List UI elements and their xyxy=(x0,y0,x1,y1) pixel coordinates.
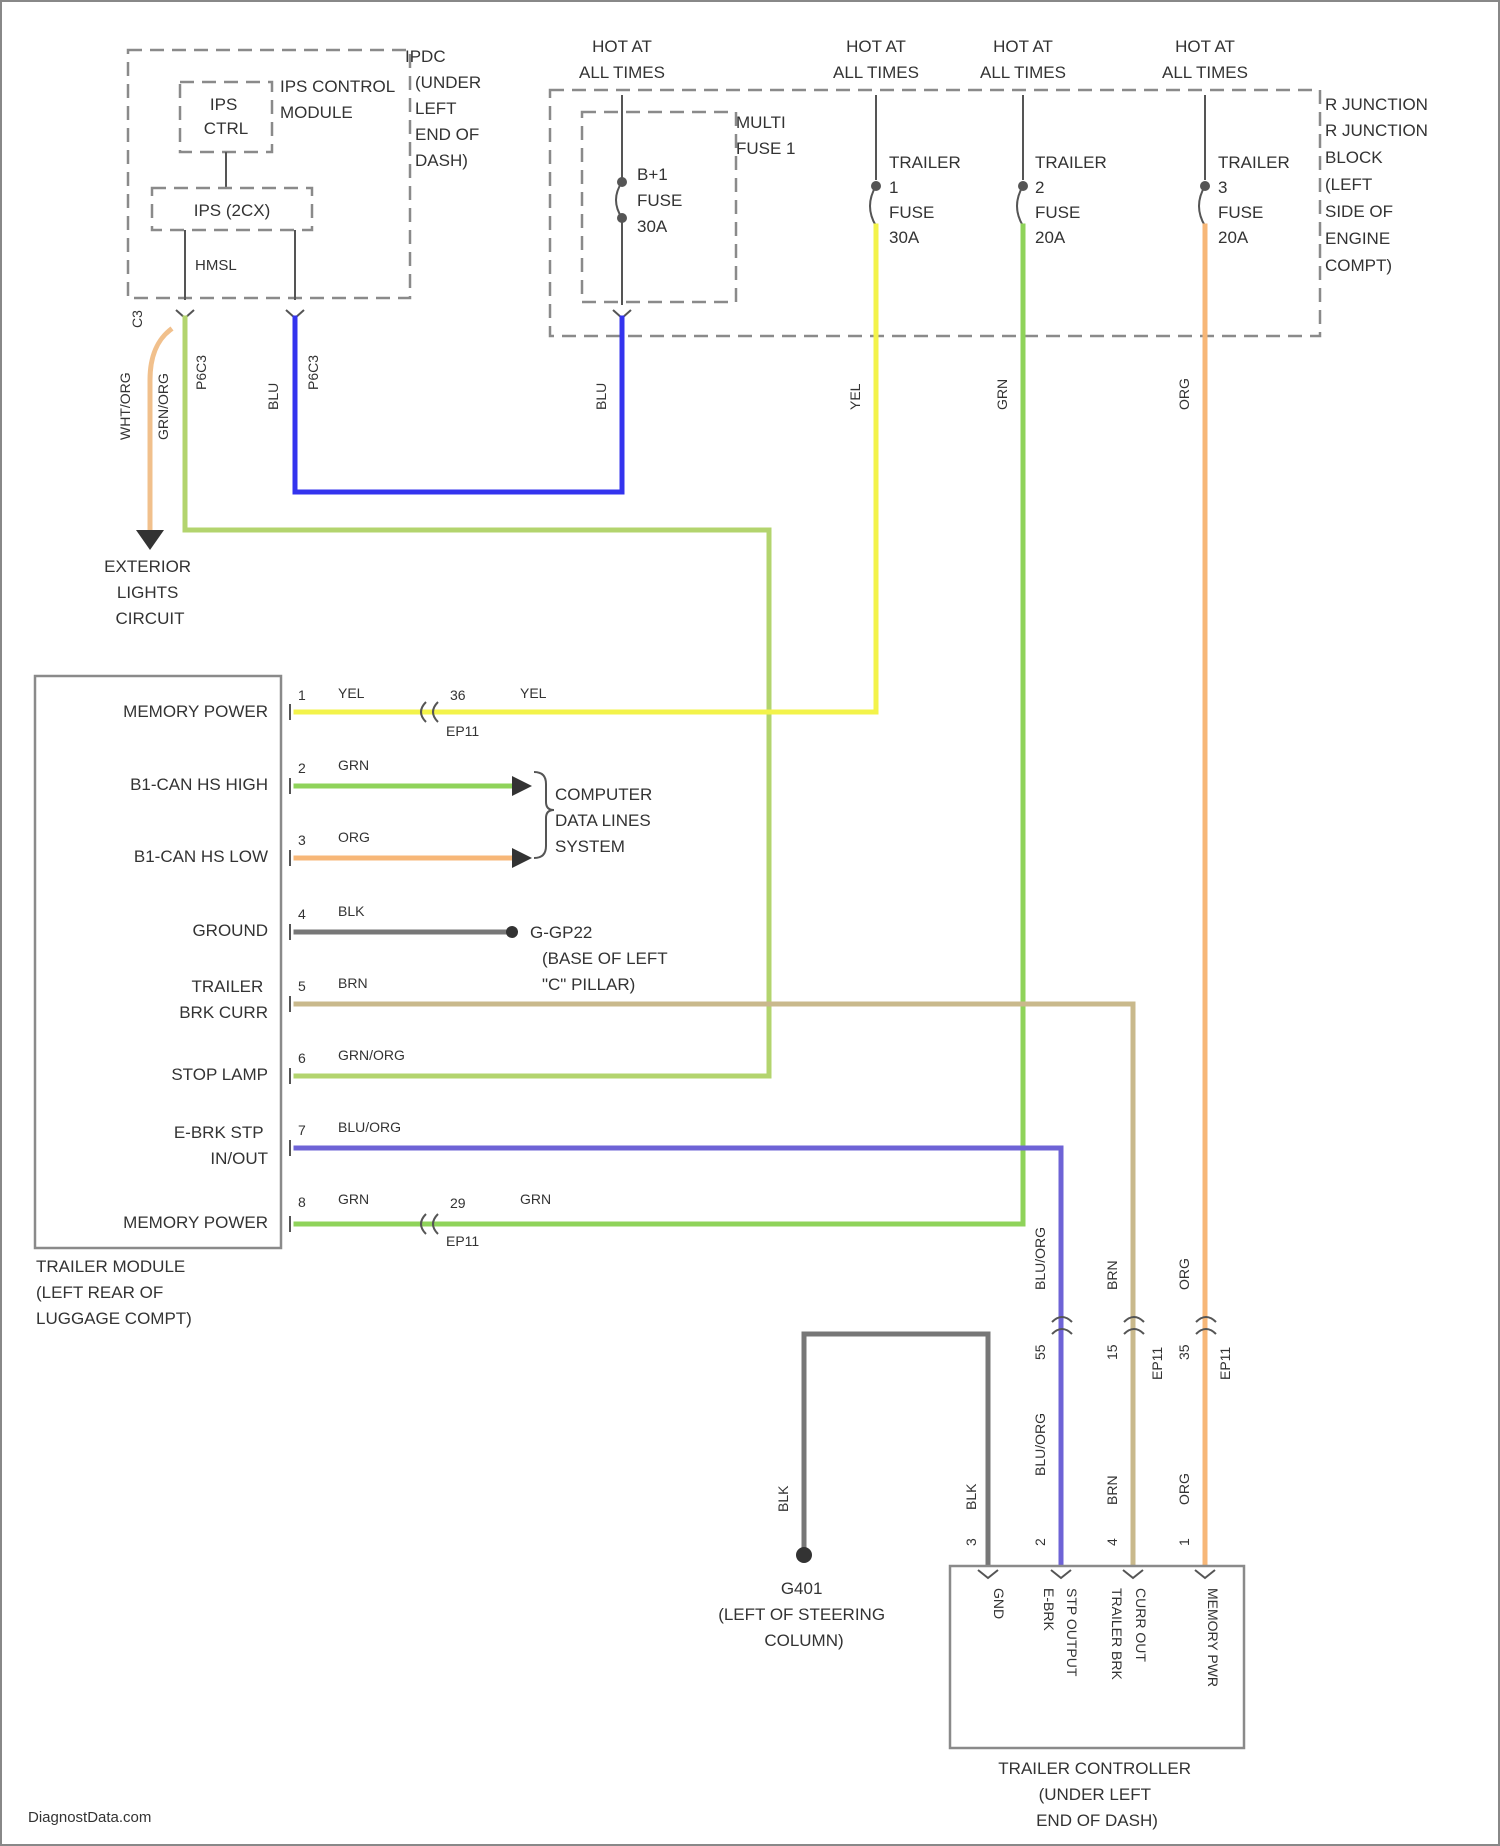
tm-pin8-number: 8 xyxy=(298,1194,306,1210)
watermark: DiagnostData.com xyxy=(28,1809,151,1826)
ctrl-pin-3: 3 xyxy=(963,1538,979,1546)
ctrl-wire-org: ORG xyxy=(1176,1473,1192,1505)
ctrl-wire-blu-org: BLU/ORG xyxy=(1032,1413,1048,1476)
exterior-lights-label: EXTERIOR LIGHTS CIRCUIT xyxy=(104,557,196,628)
tm-pin7-color: BLU/ORG xyxy=(338,1119,401,1135)
tm-pin6-color: GRN/ORG xyxy=(338,1047,405,1063)
wire-label-grn-org: GRN/ORG xyxy=(155,373,171,440)
ep11-pin-55: 55 xyxy=(1032,1344,1048,1360)
ctrl-pin-1: 1 xyxy=(1176,1538,1192,1546)
tm-pin4-color: BLK xyxy=(338,903,365,919)
upper-wire-org: ORG xyxy=(1176,1258,1192,1290)
g401-wire-color: BLK xyxy=(775,1485,791,1512)
ips-switch-label: IPS (2CX) xyxy=(194,201,271,220)
wire-label-blu-b: BLU xyxy=(593,383,609,410)
tm-pin2-name: B1-CAN HS HIGH xyxy=(130,775,268,794)
ctrl-wire-brn: BRN xyxy=(1104,1475,1120,1505)
tm-pin6-number: 6 xyxy=(298,1050,306,1066)
svg-text:YEL: YEL xyxy=(520,685,547,701)
wire-label-org: ORG xyxy=(1176,378,1192,410)
tm-pin1-number: 1 xyxy=(298,687,306,703)
tm-pin1-color: YEL xyxy=(338,685,365,701)
ground-gp22-dot xyxy=(506,926,518,938)
svg-text:EP11: EP11 xyxy=(446,1233,479,1249)
ctrl-pin-gnd: GND xyxy=(991,1588,1007,1619)
tm-pin2-number: 2 xyxy=(298,760,306,776)
svg-text:GRN: GRN xyxy=(520,1191,551,1207)
svg-text:29: 29 xyxy=(450,1195,466,1211)
tm-pin6-name: STOP LAMP xyxy=(171,1065,268,1084)
ctrl-pin-ebrk-stp-output-2: STP OUTPUT xyxy=(1064,1588,1080,1677)
tm-pin8-color: GRN xyxy=(338,1191,369,1207)
tm-pin7-number: 7 xyxy=(298,1122,306,1138)
svg-text:EP11: EP11 xyxy=(446,723,479,739)
tm-pin2-color: GRN xyxy=(338,757,369,773)
conn-p6c3-right: P6C3 xyxy=(305,355,321,390)
tm-pin8-name: MEMORY POWER xyxy=(123,1213,268,1232)
ctrl-pin-memory-pwr: MEMORY PWR xyxy=(1205,1588,1221,1687)
tm-pin3-number: 3 xyxy=(298,832,306,848)
wire-label-blu-a: BLU xyxy=(265,383,281,410)
ctrl-pin-4: 4 xyxy=(1104,1538,1120,1546)
pin-c3: C3 xyxy=(129,310,145,328)
conn-p6c3-left: P6C3 xyxy=(193,355,209,390)
ep11-label-a: EP11 xyxy=(1149,1347,1165,1380)
upper-wire-blu-org: BLU/ORG xyxy=(1032,1227,1048,1290)
svg-text:36: 36 xyxy=(450,687,466,703)
wire-label-wht-org: WHT/ORG xyxy=(117,372,133,440)
ctrl-pin-2: 2 xyxy=(1032,1538,1048,1546)
ctrl-pin-trailer-brk-curr-2: CURR OUT xyxy=(1133,1588,1149,1662)
tm-pin4-number: 4 xyxy=(298,906,306,922)
wire-label-yel: YEL xyxy=(847,383,863,410)
ctrl-pin-trailer-brk-curr: TRAILER BRK xyxy=(1109,1588,1125,1680)
ep11-label-b: EP11 xyxy=(1217,1347,1233,1380)
wire-label-grn: GRN xyxy=(994,379,1010,410)
tm-pin5-number: 5 xyxy=(298,978,306,994)
tm-pin1-name: MEMORY POWER xyxy=(123,702,268,721)
ctrl-pin-ebrk-stp-output: E-BRK xyxy=(1041,1588,1057,1631)
tm-pin4-name: GROUND xyxy=(192,921,268,940)
junction-block-label: R JUNCTION xyxy=(1325,95,1428,114)
g401-ground-dot xyxy=(796,1547,812,1563)
tm-pin5-color: BRN xyxy=(338,975,368,991)
upper-wire-brn: BRN xyxy=(1104,1260,1120,1290)
ep11-pin-15: 15 xyxy=(1104,1344,1120,1360)
ctrl-wire-blk: BLK xyxy=(963,1483,979,1510)
tm-pin3-name: B1-CAN HS LOW xyxy=(134,847,268,866)
ep11-pin-35: 35 xyxy=(1176,1344,1192,1360)
tm-pin3-color: ORG xyxy=(338,829,370,845)
hmsl-label: HMSL xyxy=(195,257,237,274)
